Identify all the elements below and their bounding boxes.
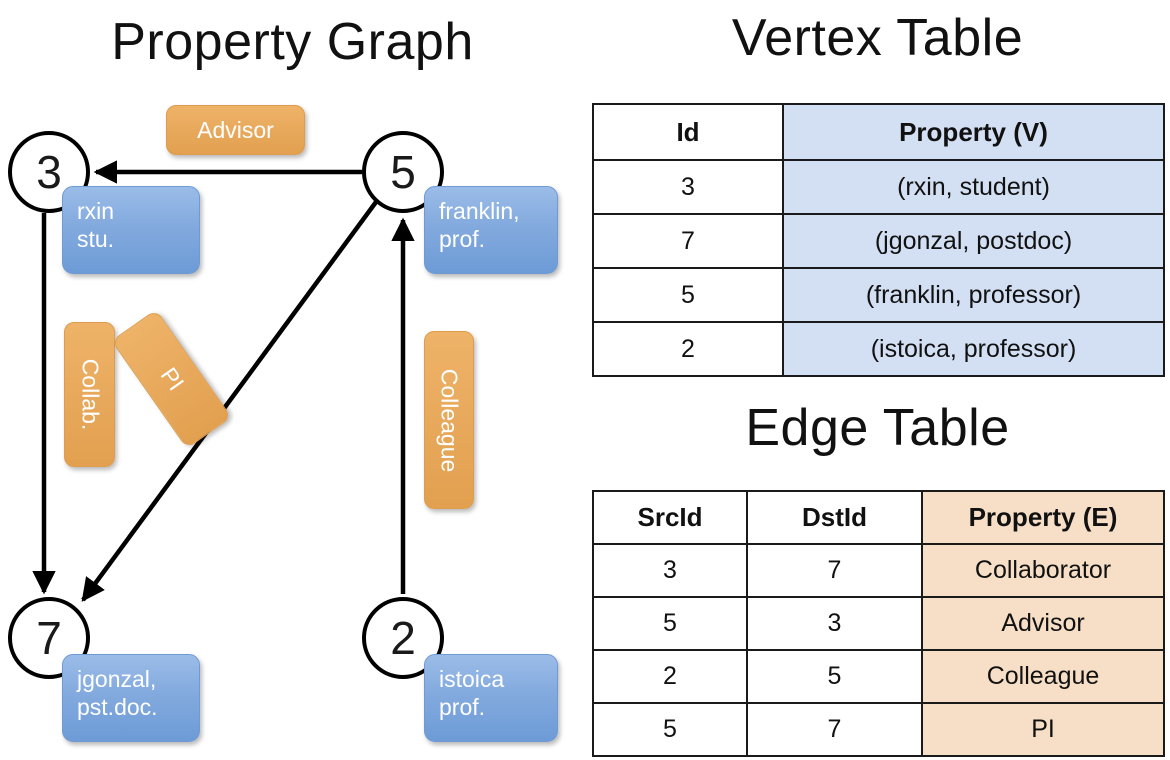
vertex-property-jgonzal-line2: pst.doc. (77, 694, 158, 721)
edge-label-advisor-text: Advisor (197, 116, 274, 143)
vertex-table-cell-id: 7 (592, 213, 784, 269)
vertex-property-rxin-line1: rxin (77, 198, 115, 224)
table-row: 2 (istoica, professor) (592, 321, 1165, 377)
vertex-table-header-property: Property (V) (782, 103, 1165, 161)
table-row: 3 7 Collaborator (592, 543, 1165, 598)
edge-table-cell-srcid: 5 (592, 702, 748, 757)
edge-label-collab: Collab. (64, 322, 115, 467)
vertex-property-franklin-line2: prof. (439, 226, 486, 253)
edge-label-colleague: Colleague (424, 331, 474, 509)
edge-table-cell-property: Colleague (921, 649, 1165, 704)
vertex-table-cell-property: (franklin, professor) (782, 267, 1165, 323)
edge-table: SrcId DstId Property (E) 3 7 Collaborato… (592, 490, 1165, 757)
edge-label-advisor: Advisor (166, 105, 305, 155)
page-title-vertex-table: Vertex Table (731, 9, 1024, 67)
table-row: 5 (franklin, professor) (592, 267, 1165, 323)
page-title-property-graph: Property Graph (111, 13, 474, 71)
graph-vertex-2[interactable]: 2 (362, 597, 444, 679)
vertex-property-jgonzal-line1: jgonzal, (77, 666, 157, 692)
graph-edges-layer (32, 160, 415, 602)
graph-vertex-7-label: 7 (36, 612, 62, 664)
edge-table-header-srcid: SrcId (592, 490, 748, 545)
graph-edge-5-to-7 (81, 200, 378, 602)
table-row: 7 (jgonzal, postdoc) (592, 213, 1165, 269)
vertex-property-istoica-line1: istoica (439, 666, 505, 692)
edge-table-cell-property: Collaborator (921, 543, 1165, 598)
edge-table-header-dstid: DstId (746, 490, 923, 545)
property-graph-diagram: 3 5 7 2 rxin stu. franklin, prof. jgonza… (8, 105, 558, 742)
vertex-property-istoica-line2: prof. (439, 694, 486, 721)
vertex-table-cell-id: 5 (592, 267, 784, 323)
graph-vertex-2-label: 2 (390, 612, 416, 664)
edge-label-colleague-text: Colleague (436, 368, 463, 472)
edge-table-header-property: Property (E) (921, 490, 1165, 545)
edge-table-cell-property: Advisor (921, 596, 1165, 651)
graph-vertex-3-label: 3 (36, 146, 62, 198)
vertex-property-rxin-line2: stu. (77, 226, 115, 253)
vertex-property-box-rxin: rxin stu. (62, 186, 200, 274)
edge-label-pi-text: PI (155, 362, 189, 396)
edge-table-cell-dstid: 7 (746, 702, 923, 757)
vertex-table-cell-id: 3 (592, 159, 784, 215)
edge-table-cell-dstid: 3 (746, 596, 923, 651)
edge-table-cell-property: PI (921, 702, 1165, 757)
edge-table-header-row: SrcId DstId Property (E) (592, 490, 1165, 545)
graph-vertex-5[interactable]: 5 (362, 131, 444, 213)
vertex-property-box-jgonzal: jgonzal, pst.doc. (62, 654, 200, 742)
edge-table-cell-srcid: 3 (592, 543, 748, 598)
vertex-property-box-istoica: istoica prof. (424, 654, 558, 742)
edge-table-cell-srcid: 5 (592, 596, 748, 651)
edge-label-collab-text: Collab. (77, 358, 104, 431)
vertex-table: Id Property (V) 3 (rxin, student) 7 (jgo… (592, 103, 1165, 377)
table-row: 2 5 Colleague (592, 649, 1165, 704)
graph-vertex-5-label: 5 (390, 146, 416, 198)
edge-table-cell-srcid: 2 (592, 649, 748, 704)
vertex-property-box-franklin: franklin, prof. (424, 186, 558, 274)
vertex-table-header-id: Id (592, 103, 784, 161)
vertex-table-header-row: Id Property (V) (592, 103, 1165, 161)
vertex-table-cell-property: (istoica, professor) (782, 321, 1165, 377)
vertex-table-cell-property: (jgonzal, postdoc) (782, 213, 1165, 269)
edge-table-cell-dstid: 7 (746, 543, 923, 598)
vertex-property-franklin-line1: franklin, (439, 198, 520, 224)
edge-table-cell-dstid: 5 (746, 649, 923, 704)
table-row: 5 3 Advisor (592, 596, 1165, 651)
table-row: 5 7 PI (592, 702, 1165, 757)
vertex-table-cell-id: 2 (592, 321, 784, 377)
page-title-edge-table: Edge Table (745, 399, 1010, 457)
table-row: 3 (rxin, student) (592, 159, 1165, 215)
vertex-table-cell-property: (rxin, student) (782, 159, 1165, 215)
